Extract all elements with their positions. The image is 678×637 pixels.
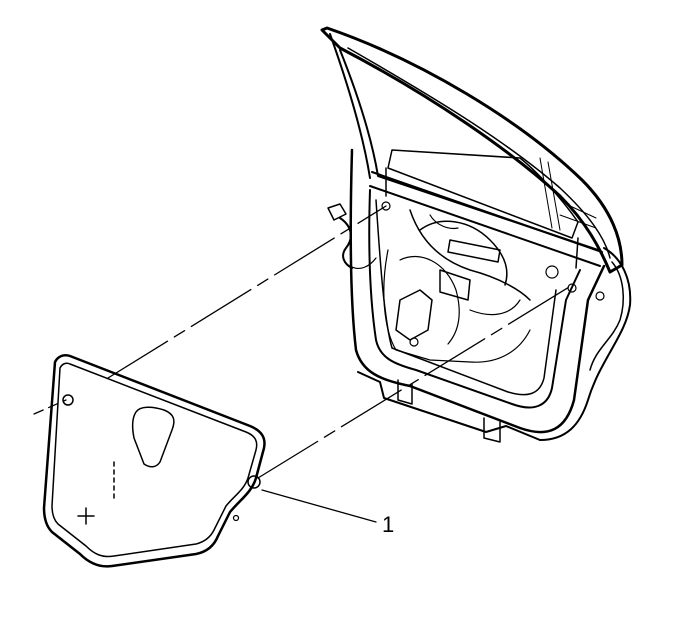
window-frame (320, 26, 624, 274)
callout-1: 1 (261, 489, 394, 537)
alignment-lines (33, 205, 575, 479)
water-deflector (42, 354, 266, 568)
rear-door-assembly (320, 26, 632, 443)
window-regulator (381, 201, 605, 363)
wiring-harness (327, 203, 377, 270)
belt-line-rail (369, 167, 603, 269)
callout-label: 1 (382, 512, 394, 537)
